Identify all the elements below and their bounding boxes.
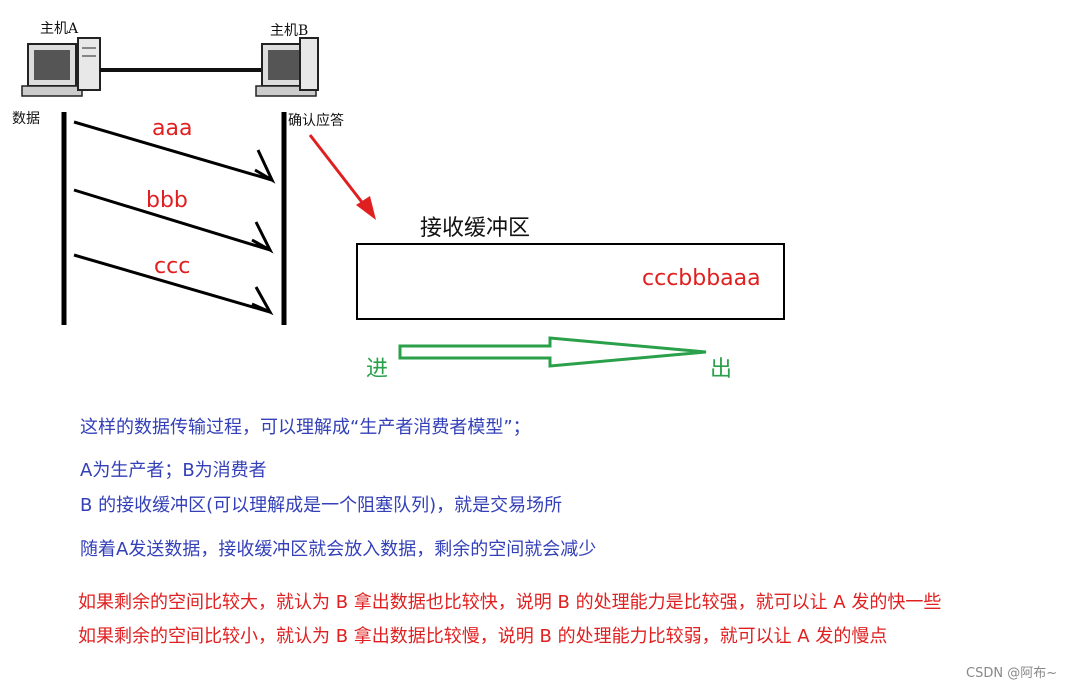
ack-label: 确认应答 xyxy=(288,113,344,129)
buffer-title: 接收缓冲区 xyxy=(420,216,531,241)
receive-buffer-box xyxy=(356,243,785,320)
host-b-label: 主机B xyxy=(270,23,309,39)
out-label: 出 xyxy=(710,357,733,382)
computer-b-icon xyxy=(255,37,319,97)
in-label: 进 xyxy=(366,357,389,382)
packet-arrow-aaa xyxy=(73,120,276,184)
watermark: CSDN @阿布~ xyxy=(966,666,1058,681)
pointer-arrow xyxy=(308,134,376,220)
note-line-5: 如果剩余的空间比较大，就认为 B 拿出数据也比较快，说明 B 的处理能力是比较强… xyxy=(78,592,942,613)
packet-arrow-bbb xyxy=(73,188,274,254)
packet-label-ccc: ccc xyxy=(154,254,191,279)
note-line-6: 如果剩余的空间比较小，就认为 B 拿出数据比较慢，说明 B 的处理能力比较弱，就… xyxy=(78,626,888,647)
flow-arrow xyxy=(398,336,707,368)
computer-a-icon xyxy=(21,37,101,97)
note-line-4: 随着A发送数据，接收缓冲区就会放入数据，剩余的空间就会减少 xyxy=(80,539,597,560)
note-line-3: B 的接收缓冲区(可以理解成是一个阻塞队列)，就是交易场所 xyxy=(80,495,563,516)
packet-arrow-ccc xyxy=(73,253,274,316)
data-label: 数据 xyxy=(12,111,40,127)
host-a-label: 主机A xyxy=(40,21,79,37)
note-line-2: A为生产者；B为消费者 xyxy=(80,460,267,481)
buffer-content: cccbbbaaa xyxy=(642,266,761,291)
note-line-1: 这样的数据传输过程，可以理解成“生产者消费者模型”； xyxy=(80,417,531,438)
packet-label-aaa: aaa xyxy=(152,116,193,141)
packet-label-bbb: bbb xyxy=(146,188,188,213)
